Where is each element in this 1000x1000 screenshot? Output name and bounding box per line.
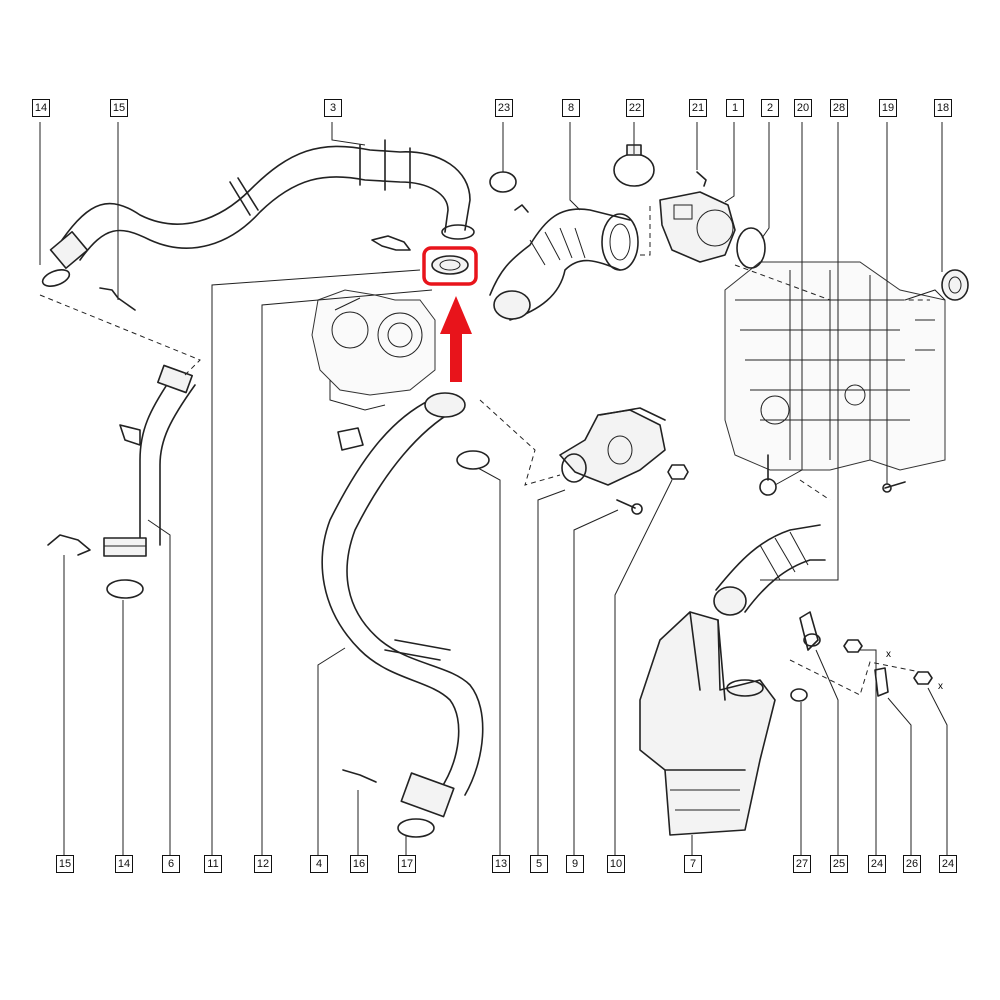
callout-15-bottom: 15 [56,855,74,873]
maf-sensor-1 [659,191,736,263]
callout-16: 16 [350,855,368,873]
assembly-line-3 [640,205,651,256]
leader-lines [39,122,948,855]
callout-6: 6 [162,855,180,873]
screw-21 [696,171,707,187]
oring-2 [736,227,766,269]
callout-11: 11 [204,855,222,873]
assembly-line-4 [734,264,930,301]
clamp-23 [489,171,517,193]
bolt-20 [759,454,777,496]
assembly-line-2 [479,399,561,486]
callout-17: 17 [398,855,416,873]
callout-25: 25 [830,855,848,873]
x-mark-2: x [938,681,943,692]
hose-28 [713,524,826,616]
callout-27: 27 [793,855,811,873]
nut-24b [913,671,933,685]
callout-26: 26 [903,855,921,873]
callout-9: 9 [566,855,584,873]
assembly-line-1 [39,294,201,376]
assembly-line-5 [789,659,921,696]
callout-19: 19 [879,99,897,117]
nut-24a [843,639,863,653]
engine-block [724,261,946,471]
callout-14-bottom: 14 [115,855,133,873]
clamp-14-top [41,269,71,287]
clamp-13 [456,450,490,470]
clip-15-top [99,287,136,311]
clamp-14-left [106,579,144,599]
callout-3: 3 [324,99,342,117]
callout-7: 7 [684,855,702,873]
callout-23: 23 [495,99,513,117]
washer-27 [790,688,808,702]
callout-13: 13 [492,855,510,873]
housing-5 [559,407,666,486]
callout-2: 2 [761,99,779,117]
bracket-11-lower [337,427,364,451]
hose-8 [489,204,639,321]
highlight-arrow [440,296,472,382]
nut-10 [667,464,689,480]
callout-24-a: 24 [868,855,886,873]
assembly-line-6 [799,479,831,501]
clip-15-left [47,534,91,556]
callout-14-top: 14 [32,99,50,117]
pipe-3 [49,139,475,269]
cap-18 [941,269,969,301]
clip-16 [342,769,377,783]
pipe-4 [321,392,484,818]
callout-15-top: 15 [110,99,128,117]
callout-4: 4 [310,855,328,873]
turbocharger [311,289,436,411]
airbox-7 [639,611,776,836]
callout-8: 8 [562,99,580,117]
callout-1: 1 [726,99,744,117]
clamp-17 [397,818,435,838]
callout-5: 5 [530,855,548,873]
seal-12-highlighted [422,246,478,382]
callout-21: 21 [689,99,707,117]
callout-18: 18 [934,99,952,117]
callout-24-b: 24 [939,855,957,873]
gasket-11 [371,235,411,251]
callout-20: 20 [794,99,812,117]
x-mark-1: x [886,649,891,660]
bolt-19 [884,481,906,489]
callout-22: 22 [626,99,644,117]
callout-12: 12 [254,855,272,873]
bracket-26 [874,667,889,697]
bracket-25 [799,611,819,651]
pipe-6 [103,364,196,557]
callout-28: 28 [830,99,848,117]
callout-10: 10 [607,855,625,873]
